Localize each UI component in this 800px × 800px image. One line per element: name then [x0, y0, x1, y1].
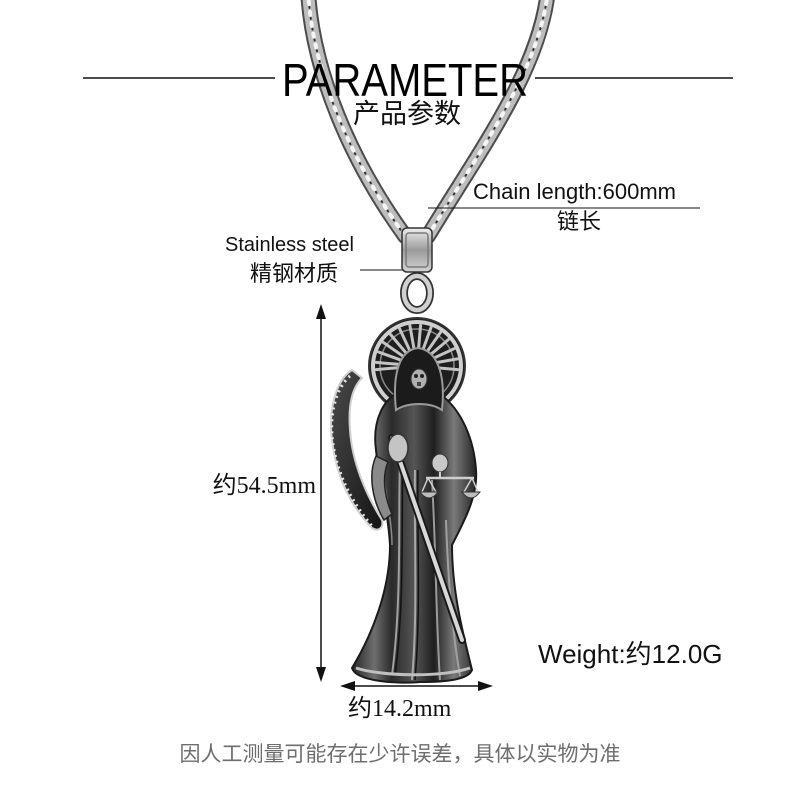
- scythe-handle: [388, 434, 466, 644]
- skull-face: [410, 368, 428, 390]
- scythe: [330, 368, 384, 531]
- pendant-ring: [400, 272, 434, 314]
- chain-strand-right: [420, 0, 555, 244]
- double-arrow-vertical-icon: [316, 304, 326, 682]
- pendant-figure: [350, 346, 482, 684]
- left-hand: [387, 433, 409, 463]
- width-measurement: 约14.2mm: [348, 696, 452, 722]
- necklace-chain: [300, 0, 555, 244]
- material-label-cn: 精钢材质: [250, 261, 339, 286]
- chain-length-label: Chain length:600mm: [473, 179, 677, 204]
- height-measurement: 约54.5mm: [212, 473, 316, 499]
- pendant: [330, 227, 482, 684]
- chain-length-label-cn: 链长: [557, 209, 602, 234]
- material-label: Stainless steel: [225, 234, 354, 256]
- page-subtitle: 产品参数: [353, 99, 461, 129]
- weight-label: Weight:约12.0G: [538, 639, 723, 669]
- chain-strand-left: [300, 0, 413, 244]
- left-arm: [371, 454, 393, 522]
- halo-rays: [374, 323, 460, 372]
- page-title: PARAMETER: [282, 55, 528, 107]
- measurement-disclaimer: 因人工测量可能存在少许误差，具体以实物为准: [179, 743, 621, 766]
- double-arrow-horizontal-icon: [340, 681, 493, 691]
- pendant-bail: [401, 227, 433, 273]
- scales: [418, 453, 482, 499]
